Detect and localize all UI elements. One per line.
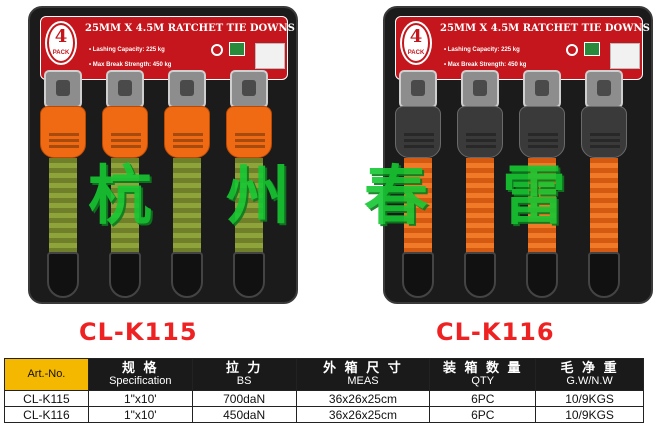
table-cell: 6PC	[429, 390, 537, 407]
product-pack-right: 4 PACK 25MM X 4.5M RATCHET TIE DOWNS • L…	[383, 6, 653, 304]
strap-band	[111, 158, 139, 258]
ratchet-handle	[457, 106, 503, 158]
badge-unit: PACK	[407, 50, 425, 56]
ratchet-plate	[523, 70, 561, 108]
ratchet-handle	[102, 106, 148, 158]
strap-band	[528, 158, 556, 258]
gs-mark-icon	[584, 42, 600, 56]
s-hook	[526, 252, 558, 298]
column-header: 规 格 Specification	[87, 358, 193, 391]
ratchet-handle	[226, 106, 272, 158]
ratchet-handle	[395, 106, 441, 158]
table-cell: 450daN	[191, 406, 297, 423]
barcode-sticker	[610, 43, 640, 69]
ratchet-plate	[44, 70, 82, 108]
column-header: 拉 力 BS	[191, 358, 297, 391]
ratchet-strap	[519, 66, 565, 302]
lashing-capacity: • Lashing Capacity: 225 kg	[444, 47, 520, 53]
table-cell: 10/9KGS	[535, 390, 644, 407]
ratchet-strap	[457, 66, 503, 302]
strap-band	[466, 158, 494, 258]
strap-band	[49, 158, 77, 258]
pack-count-badge: 4 PACK	[47, 23, 75, 63]
table-cell: 700daN	[191, 390, 297, 407]
lashing-capacity: • Lashing Capacity: 225 kg	[89, 47, 165, 53]
strap-band	[235, 158, 263, 258]
table-cell: 1"x10'	[87, 406, 193, 423]
product-pack-left: 4 PACK 25MM X 4.5M RATCHET TIE DOWNS • L…	[28, 6, 298, 304]
pack-header: 4 PACK 25MM X 4.5M RATCHET TIE DOWNS • L…	[395, 16, 650, 80]
s-hook	[47, 252, 79, 298]
s-hook	[402, 252, 434, 298]
barcode-sticker	[255, 43, 285, 69]
model-label-right: CL-K116	[436, 318, 555, 346]
table-cell: 6PC	[429, 406, 537, 423]
gs-mark-icon	[229, 42, 245, 56]
column-header: Art.-No.	[4, 358, 89, 391]
badge-number: 4	[54, 26, 68, 47]
ratchet-handle	[40, 106, 86, 158]
table-cell: 1"x10'	[87, 390, 193, 407]
pack-specs: • Lashing Capacity: 225 kg • Max Break S…	[89, 43, 171, 73]
strap-band	[590, 158, 618, 258]
badge-unit: PACK	[52, 50, 70, 56]
ratchet-strap	[581, 66, 627, 302]
ratchet-strap	[226, 66, 272, 302]
ratchet-plate	[399, 70, 437, 108]
ratchet-handle	[519, 106, 565, 158]
ratchet-strap	[102, 66, 148, 302]
pack-count-badge: 4 PACK	[402, 23, 430, 63]
pack-title: 25MM X 4.5M RATCHET TIE DOWNS	[85, 23, 295, 34]
certification-icon	[566, 44, 578, 56]
table-cell: 10/9KGS	[535, 406, 644, 423]
table-row: CL-K116 1"x10' 450daN 36x26x25cm 6PC 10/…	[4, 406, 644, 423]
ratchet-plate	[230, 70, 268, 108]
badge-number: 4	[409, 26, 423, 47]
table-cell: CL-K115	[4, 390, 89, 407]
spec-table: Art.-No. 规 格 Specification 拉 力 BS 外 箱 尺 …	[4, 358, 644, 423]
table-cell: 36x26x25cm	[295, 406, 431, 423]
table-row: CL-K115 1"x10' 700daN 36x26x25cm 6PC 10/…	[4, 390, 644, 407]
s-hook	[588, 252, 620, 298]
pack-header: 4 PACK 25MM X 4.5M RATCHET TIE DOWNS • L…	[40, 16, 295, 80]
s-hook	[233, 252, 265, 298]
ratchet-strap	[164, 66, 210, 302]
column-header: 装 箱 数 量 QTY	[429, 358, 537, 391]
ratchet-handle	[164, 106, 210, 158]
table-cell: CL-K116	[4, 406, 89, 423]
ratchet-strap	[40, 66, 86, 302]
ratchet-plate	[106, 70, 144, 108]
strap-band	[173, 158, 201, 258]
s-hook	[464, 252, 496, 298]
ratchet-plate	[585, 70, 623, 108]
max-break-strength: • Max Break Strength: 450 kg	[444, 62, 527, 68]
certification-icon	[211, 44, 223, 56]
s-hook	[171, 252, 203, 298]
s-hook	[109, 252, 141, 298]
max-break-strength: • Max Break Strength: 450 kg	[89, 62, 172, 68]
ratchet-plate	[461, 70, 499, 108]
ratchet-plate	[168, 70, 206, 108]
table-header-row: Art.-No. 规 格 Specification 拉 力 BS 外 箱 尺 …	[4, 358, 644, 391]
model-label-left: CL-K115	[79, 318, 198, 346]
column-header: 外 箱 尺 寸 MEAS	[295, 358, 431, 391]
strap-band	[404, 158, 432, 258]
ratchet-handle	[581, 106, 627, 158]
column-header: 毛 净 重 G.W/N.W	[535, 358, 644, 391]
pack-specs: • Lashing Capacity: 225 kg • Max Break S…	[444, 43, 526, 73]
pack-title: 25MM X 4.5M RATCHET TIE DOWNS	[440, 23, 650, 34]
ratchet-strap	[395, 66, 441, 302]
table-cell: 36x26x25cm	[295, 390, 431, 407]
